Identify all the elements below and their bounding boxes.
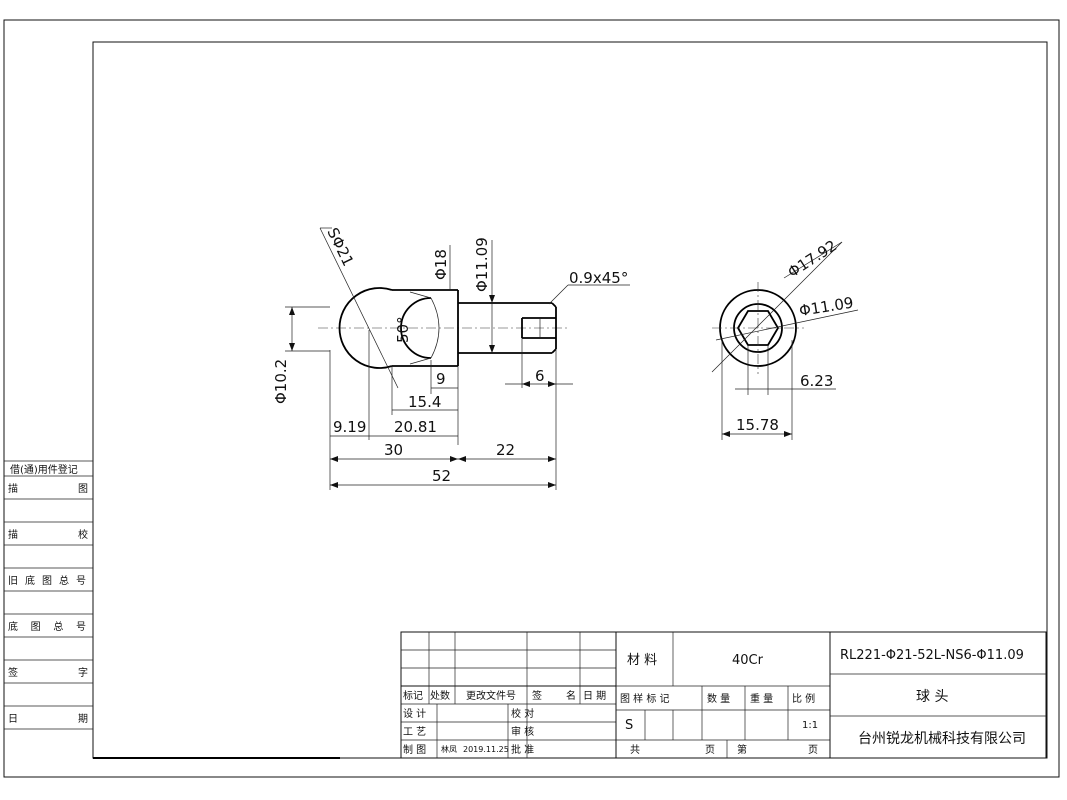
register-row-date: 日 期: [8, 713, 88, 725]
register-row-base-number: 底 图 总 号: [8, 620, 86, 633]
tb-part-code: RL221-Φ21-52L-NS6-Φ11.09: [840, 648, 1024, 663]
tb-material-value: 40Cr: [732, 653, 764, 668]
tb-drawn-date: 2019.11.25: [463, 745, 509, 754]
dim-angle-50: 50°: [394, 316, 412, 343]
dim-len-52: 52: [432, 467, 451, 485]
dim-side-dia-17-92: Φ17.92: [784, 236, 840, 281]
dim-len-9-19: 9.19: [333, 418, 366, 436]
tb-sample-mark: S: [625, 718, 633, 733]
register-row-drawing: 描 图: [8, 482, 88, 495]
tb-sheet-no: 第: [737, 743, 747, 756]
tb-scale: 1:1: [802, 720, 818, 731]
tb-part-name: 球 头: [916, 689, 948, 705]
dim-len-30: 30: [384, 441, 403, 459]
register-row-old-number: 旧底图总号: [8, 574, 86, 587]
title-block: 标记 处数 更改文件号 签 名 日 期 设 计 工 艺 制 图 林凤 2019.…: [400, 631, 1047, 759]
tb-rev-file: 更改文件号: [466, 689, 516, 702]
tb-sheet-unit: 页: [705, 744, 715, 756]
dim-len-6: 6: [535, 367, 545, 385]
tb-material-label: 材 料: [627, 653, 657, 668]
tb-sheet-unit2: 页: [808, 744, 818, 756]
tb-check: 校 对: [511, 707, 534, 720]
front-view: SΦ21 Φ10.2 Φ18 Φ11.09 0.9x45° 50° 9 6: [272, 225, 630, 490]
tb-review: 审 核: [511, 725, 534, 738]
dim-side-dia-11-09: Φ11.09: [798, 294, 855, 320]
tb-sample-mark-header: 图 样 标 记: [620, 692, 670, 705]
dim-dia-18: Φ18: [432, 249, 450, 280]
dim-len-20-81: 20.81: [394, 418, 437, 436]
tb-weight-header: 重 量: [750, 692, 773, 705]
tb-drawer-name: 林凤: [441, 744, 457, 754]
tb-sheets-total: 共: [630, 744, 640, 756]
tb-approve: 批 准: [511, 743, 534, 756]
side-view: Φ17.92 Φ11.09 6.23 15.78: [711, 236, 859, 440]
tb-drawn: 制 图: [403, 743, 426, 756]
dim-len-15-4: 15.4: [408, 393, 441, 411]
tb-rev-mark: 标记: [403, 690, 423, 702]
dim-side-15-78: 15.78: [736, 416, 779, 434]
dim-dia-10-2: Φ10.2: [272, 359, 290, 404]
tb-rev-name: 名: [566, 689, 576, 702]
tb-design: 设 计: [403, 707, 426, 720]
tb-process: 工 艺: [403, 726, 426, 738]
tb-rev-date: 日 期: [583, 690, 606, 702]
dim-len-9: 9: [436, 370, 446, 388]
tb-company: 台州锐龙机械科技有限公司: [858, 731, 1026, 747]
outer-border: [3, 19, 1060, 778]
tb-rev-count: 处数: [430, 689, 450, 702]
tb-quantity-header: 数 量: [707, 692, 730, 705]
left-register-column: 借(通)用件登记 描 图 描 校 旧底图总号 底 图 总 号 签 字 日 期: [4, 460, 93, 730]
register-title: 借(通)用件登记: [10, 463, 78, 476]
dim-dia-11-09-front: Φ11.09: [473, 237, 491, 292]
tb-scale-header: 比 例: [792, 692, 815, 705]
register-row-check: 描 校: [8, 528, 88, 541]
tb-rev-sign: 签: [532, 689, 542, 702]
dim-chamfer: 0.9x45°: [569, 269, 628, 287]
register-row-signature: 签 字: [8, 666, 88, 679]
dim-sphere: SΦ21: [323, 225, 357, 269]
dim-len-22: 22: [496, 441, 515, 459]
dim-side-6-23: 6.23: [800, 372, 833, 390]
